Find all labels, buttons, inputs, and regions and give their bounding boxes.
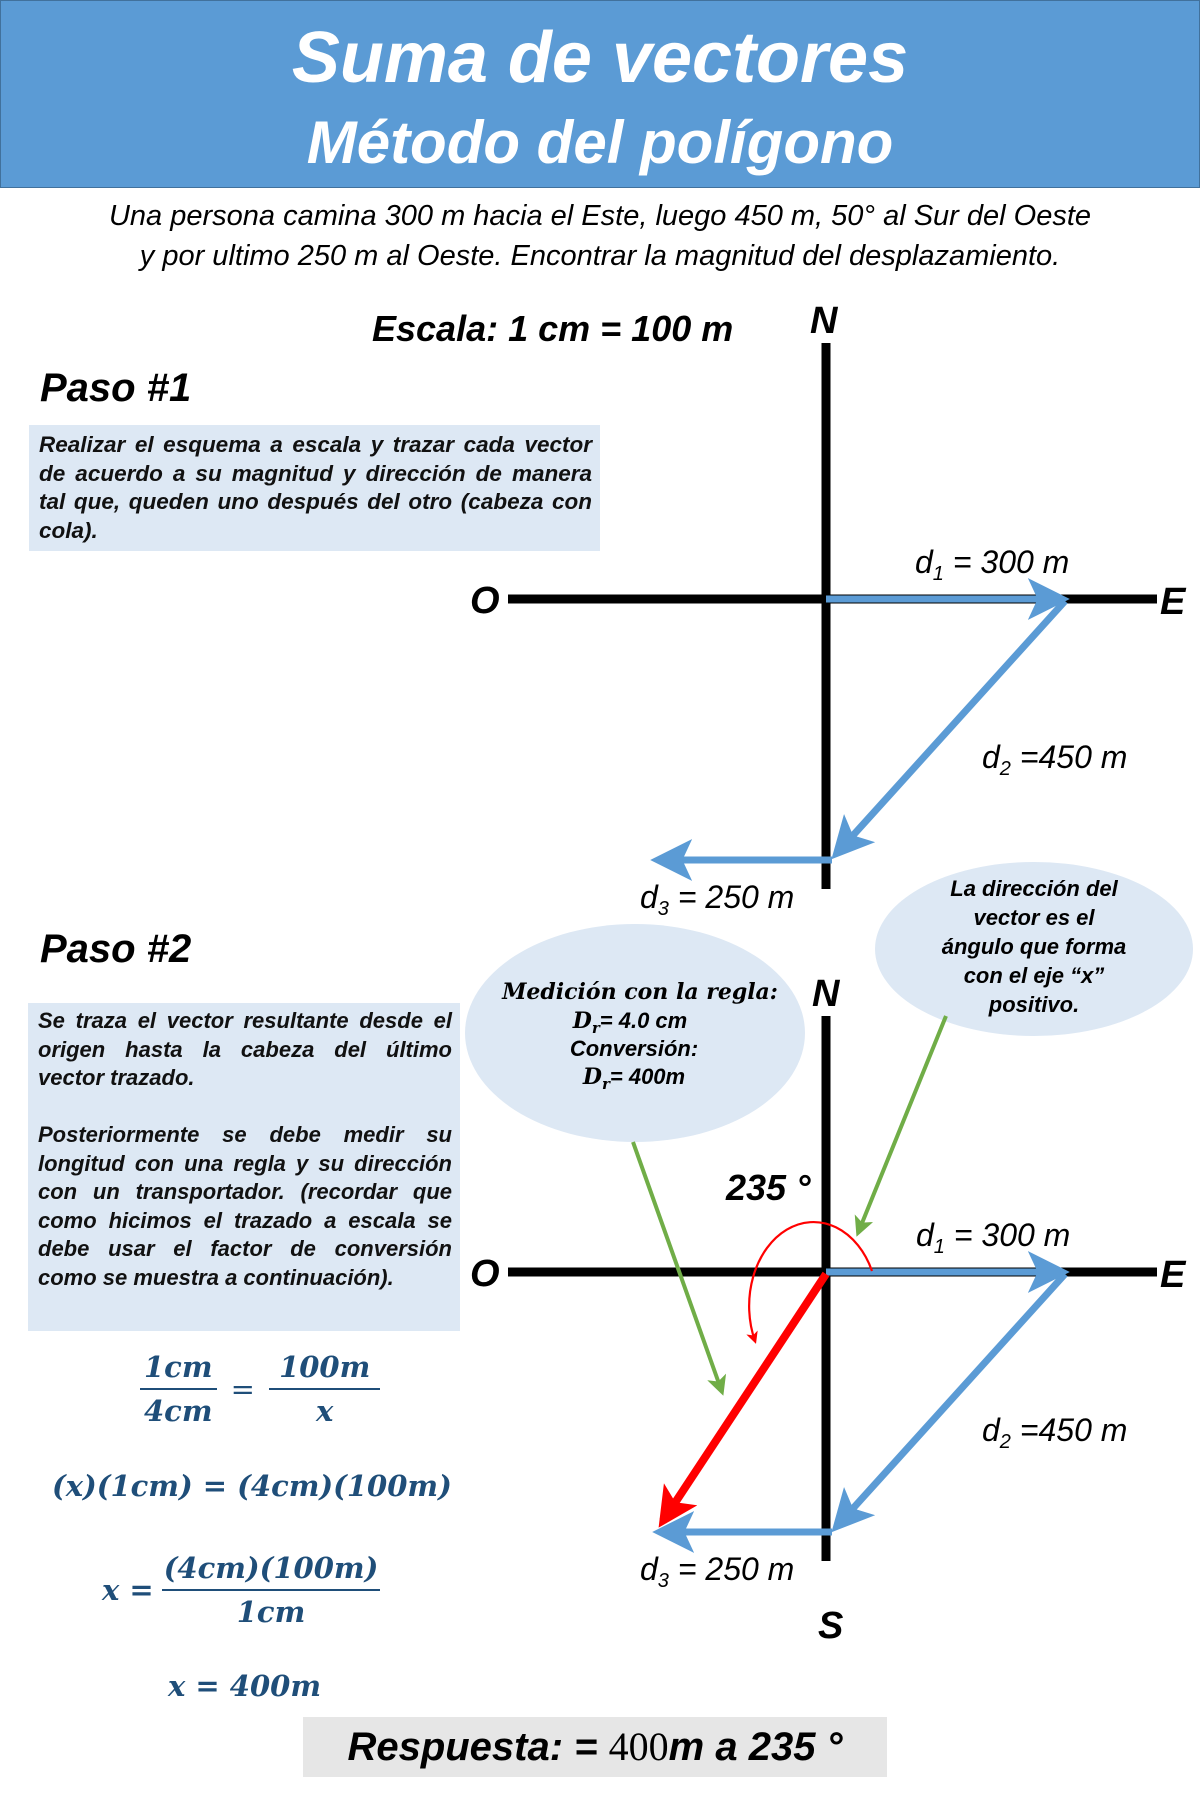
d1-label-2: d1 = 300 m bbox=[916, 1217, 1070, 1258]
step1-title: Paso #1 bbox=[40, 366, 192, 410]
problem-statement: Una persona camina 300 m hacia el Este, … bbox=[0, 196, 1200, 276]
west-label: O bbox=[470, 580, 500, 622]
d2-label: d2 =450 m bbox=[982, 739, 1127, 780]
d3-label-2: d3 = 250 m bbox=[640, 1551, 794, 1592]
diagram-step2: N O E S 235 ° d1 = 300 m d2 =450 m d3 = … bbox=[470, 973, 1187, 1647]
fraction-solution: (4cm)(100m) 1cm bbox=[161, 1551, 381, 1629]
svg-text:Dr= 400m: Dr= 400m bbox=[582, 1064, 685, 1093]
north-label-2: N bbox=[812, 973, 841, 1015]
answer-value: 400 bbox=[608, 1724, 669, 1769]
step2-description-box: Se traza el vector resultante desde el o… bbox=[28, 1003, 460, 1331]
d2-label-2: d2 =450 m bbox=[982, 1412, 1127, 1453]
direction-callout-bubble bbox=[875, 862, 1193, 1036]
problem-line-2: y por ultimo 250 m al Oeste. Encontrar l… bbox=[139, 240, 1061, 272]
diagram-step1: N O E d1 = 300 m d2 =450 m d3 = 250 m bbox=[470, 300, 1187, 920]
direction-pointer bbox=[854, 1015, 948, 1237]
measurement-callout-text: Medición con la regla: Dr= 4.0 cm Conver… bbox=[501, 979, 778, 1093]
answer-label: Respuesta: = bbox=[347, 1725, 609, 1769]
solve-x-equation: x = (4cm)(100m) 1cm bbox=[102, 1551, 381, 1629]
vector-d2-2 bbox=[831, 1271, 1068, 1533]
svg-text:Conversión:: Conversión: bbox=[570, 1036, 698, 1061]
angle-arc bbox=[746, 1220, 874, 1344]
svg-text:vector es el: vector es el bbox=[973, 905, 1095, 930]
measurement-pointer bbox=[631, 1141, 727, 1396]
fraction-right: 100m x bbox=[269, 1350, 381, 1428]
east-label: E bbox=[1160, 581, 1187, 623]
north-label: N bbox=[810, 300, 839, 342]
svg-text:con el eje “x”: con el eje “x” bbox=[964, 963, 1105, 988]
svg-text:Dr= 4.0 cm: Dr= 4.0 cm bbox=[572, 1008, 687, 1037]
south-label: S bbox=[818, 1605, 843, 1647]
answer-unit: m a 235 ° bbox=[668, 1725, 843, 1769]
problem-line-1: Una persona camina 300 m hacia el Este, … bbox=[108, 200, 1092, 232]
d1-label: d1 = 300 m bbox=[915, 544, 1069, 585]
resultant-vector bbox=[658, 1271, 830, 1528]
cross-multiplication-equation: (x)(1cm) = (4cm)(100m) bbox=[52, 1469, 452, 1503]
direction-callout-text: La dirección del vector es el ángulo que… bbox=[942, 876, 1127, 1017]
step1-description-box: Realizar el esquema a escala y trazar ca… bbox=[29, 425, 600, 551]
measurement-callout-bubble bbox=[465, 924, 805, 1142]
vector-d2 bbox=[831, 598, 1068, 860]
angle-label: 235 ° bbox=[725, 1167, 811, 1208]
east-label-2: E bbox=[1160, 1254, 1187, 1296]
svg-text:positivo.: positivo. bbox=[988, 992, 1079, 1017]
answer-box: Respuesta: = 400m a 235 ° bbox=[303, 1717, 887, 1777]
svg-text:ángulo que forma: ángulo que forma bbox=[942, 934, 1127, 959]
proportion-equation: 1cm 4cm = 100m x bbox=[140, 1350, 381, 1428]
d3-label: d3 = 250 m bbox=[640, 879, 794, 920]
step2-paragraph-2: Posteriormente se debe medir su longitud… bbox=[38, 1122, 452, 1290]
scale-label: Escala: 1 cm = 100 m bbox=[372, 308, 734, 349]
svg-text:Medición con la regla:: Medición con la regla: bbox=[501, 979, 778, 1005]
west-label-2: O bbox=[470, 1253, 500, 1295]
title-banner: Suma de vectores Método del polígono bbox=[0, 0, 1200, 188]
page-subtitle: Método del polígono bbox=[306, 109, 894, 176]
svg-text:La dirección del: La dirección del bbox=[950, 876, 1118, 901]
step2-title: Paso #2 bbox=[40, 927, 192, 971]
page-title: Suma de vectores bbox=[291, 18, 909, 98]
fraction-left: 1cm 4cm bbox=[140, 1350, 217, 1428]
step2-paragraph-1: Se traza el vector resultante desde el o… bbox=[38, 1008, 452, 1090]
result-equation: x = 400m bbox=[168, 1669, 322, 1703]
